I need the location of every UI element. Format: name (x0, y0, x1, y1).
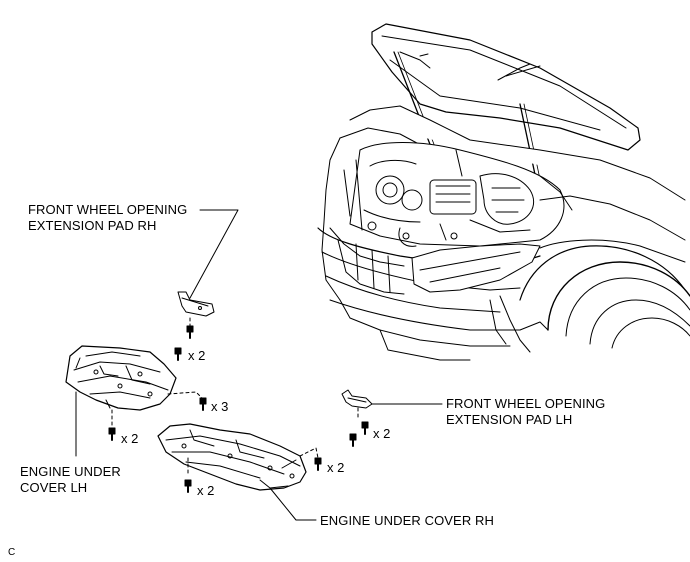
qty-cover-rh-bolts-right: x 2 (327, 460, 345, 475)
bolt-icon (186, 325, 194, 339)
label-pad-rh-line1: FRONT WHEEL OPENING (28, 202, 188, 217)
label-pad-rh-line2: EXTENSION PAD RH (28, 218, 157, 233)
qty-cover-lh-bolts-bottom: x 2 (121, 431, 139, 446)
bolt-icon (184, 479, 192, 493)
label-pad-lh-line2: EXTENSION PAD LH (446, 412, 573, 427)
qty-cover-lh-bolts-right: x 3 (211, 399, 229, 414)
bolt-icon (108, 427, 116, 441)
bolt-icon (361, 421, 369, 435)
qty-cover-rh-bolts-left: x 2 (197, 483, 215, 498)
engine-under-cover-rh (157, 423, 307, 491)
engine-under-cover-lh (65, 345, 177, 411)
qty-pad-lh-screws: x 2 (373, 426, 391, 441)
qty-pad-rh-screws: x 2 (188, 348, 206, 363)
front-wheel-opening-extension-pad-lh (341, 389, 373, 409)
bolt-icon (314, 457, 322, 471)
bolt-icon (349, 433, 357, 447)
label-cover-lh-line1: ENGINE UNDER (20, 464, 121, 479)
vehicle-front-hood-open-icon (317, 23, 690, 361)
bolt-icon (199, 397, 207, 411)
bolt-icon (174, 347, 182, 361)
front-wheel-opening-extension-pad-rh (177, 291, 215, 317)
label-cover-lh-line2: COVER LH (20, 480, 88, 495)
label-pad-lh-line1: FRONT WHEEL OPENING (446, 396, 606, 411)
label-cover-rh: ENGINE UNDER COVER RH (320, 513, 495, 528)
figure-code: C (8, 547, 16, 558)
